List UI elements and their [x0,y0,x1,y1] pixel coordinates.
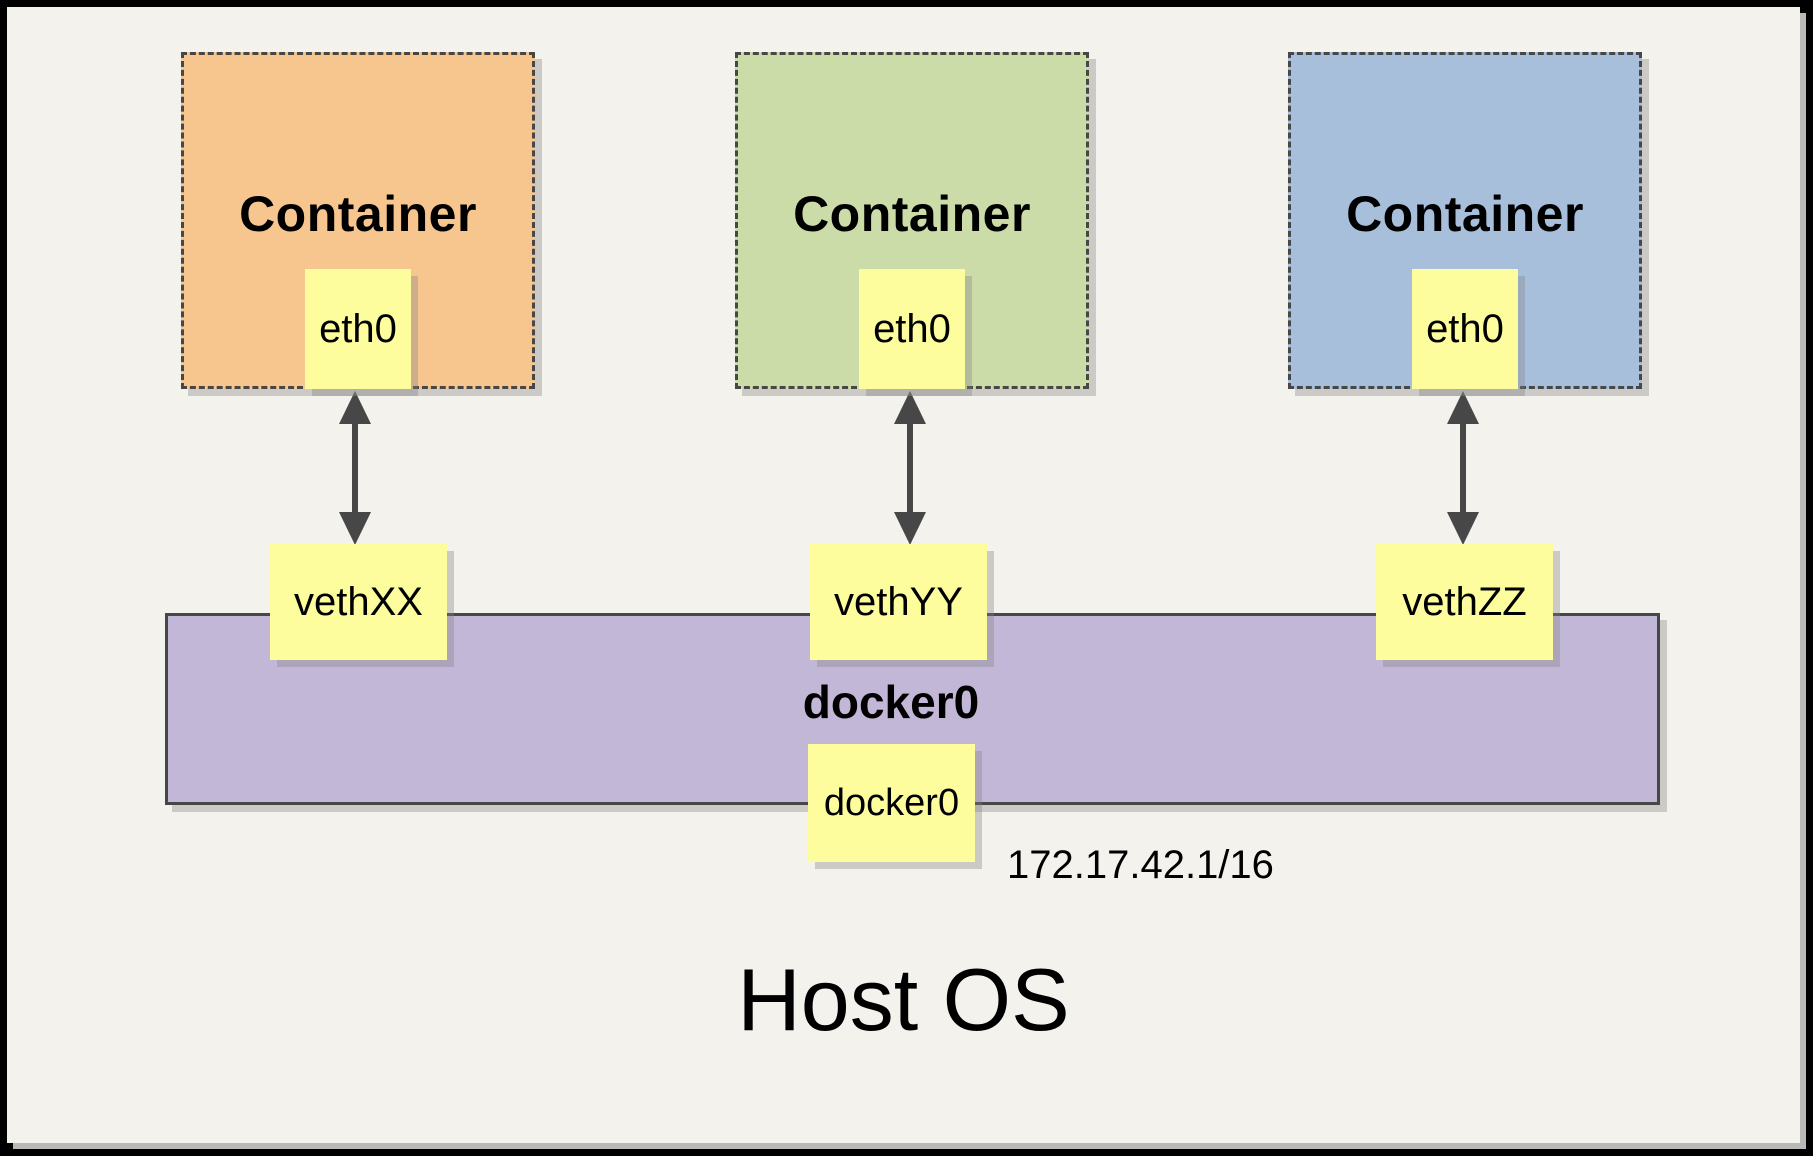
vethyy-label: vethYY [834,579,963,624]
eth0-interface-box: eth0 [1412,269,1518,389]
host-os-page: Container eth0 Container eth0 Container … [7,7,1800,1143]
bridge-ip-label: 172.17.42.1/16 [1007,843,1274,887]
veth-connection-arrow [894,391,926,545]
docker0-bridge-label: docker0 [802,676,980,728]
container-box-2: Container eth0 [735,52,1089,389]
vethyy-box: vethYY [810,544,987,660]
container-box-1: Container eth0 [181,52,535,389]
eth0-label: eth0 [1426,306,1504,351]
container-title: Container [1346,186,1584,242]
host-os-label: Host OS [737,950,1070,1049]
eth0-interface-box: eth0 [305,269,411,389]
docker0-interface-box: docker0 [808,744,975,862]
container-title: Container [793,186,1031,242]
veth-connection-arrow [339,391,371,545]
veth-connection-arrow [1447,391,1479,545]
docker0-interface-label: docker0 [823,781,960,824]
eth0-interface-box: eth0 [859,269,965,389]
vethzz-box: vethZZ [1376,544,1553,660]
vethzz-label: vethZZ [1402,579,1527,624]
vethxx-label: vethXX [294,579,423,624]
vethxx-box: vethXX [270,544,447,660]
container-box-3: Container eth0 [1288,52,1642,389]
eth0-label: eth0 [319,306,397,351]
container-title: Container [239,186,477,242]
eth0-label: eth0 [873,306,951,351]
